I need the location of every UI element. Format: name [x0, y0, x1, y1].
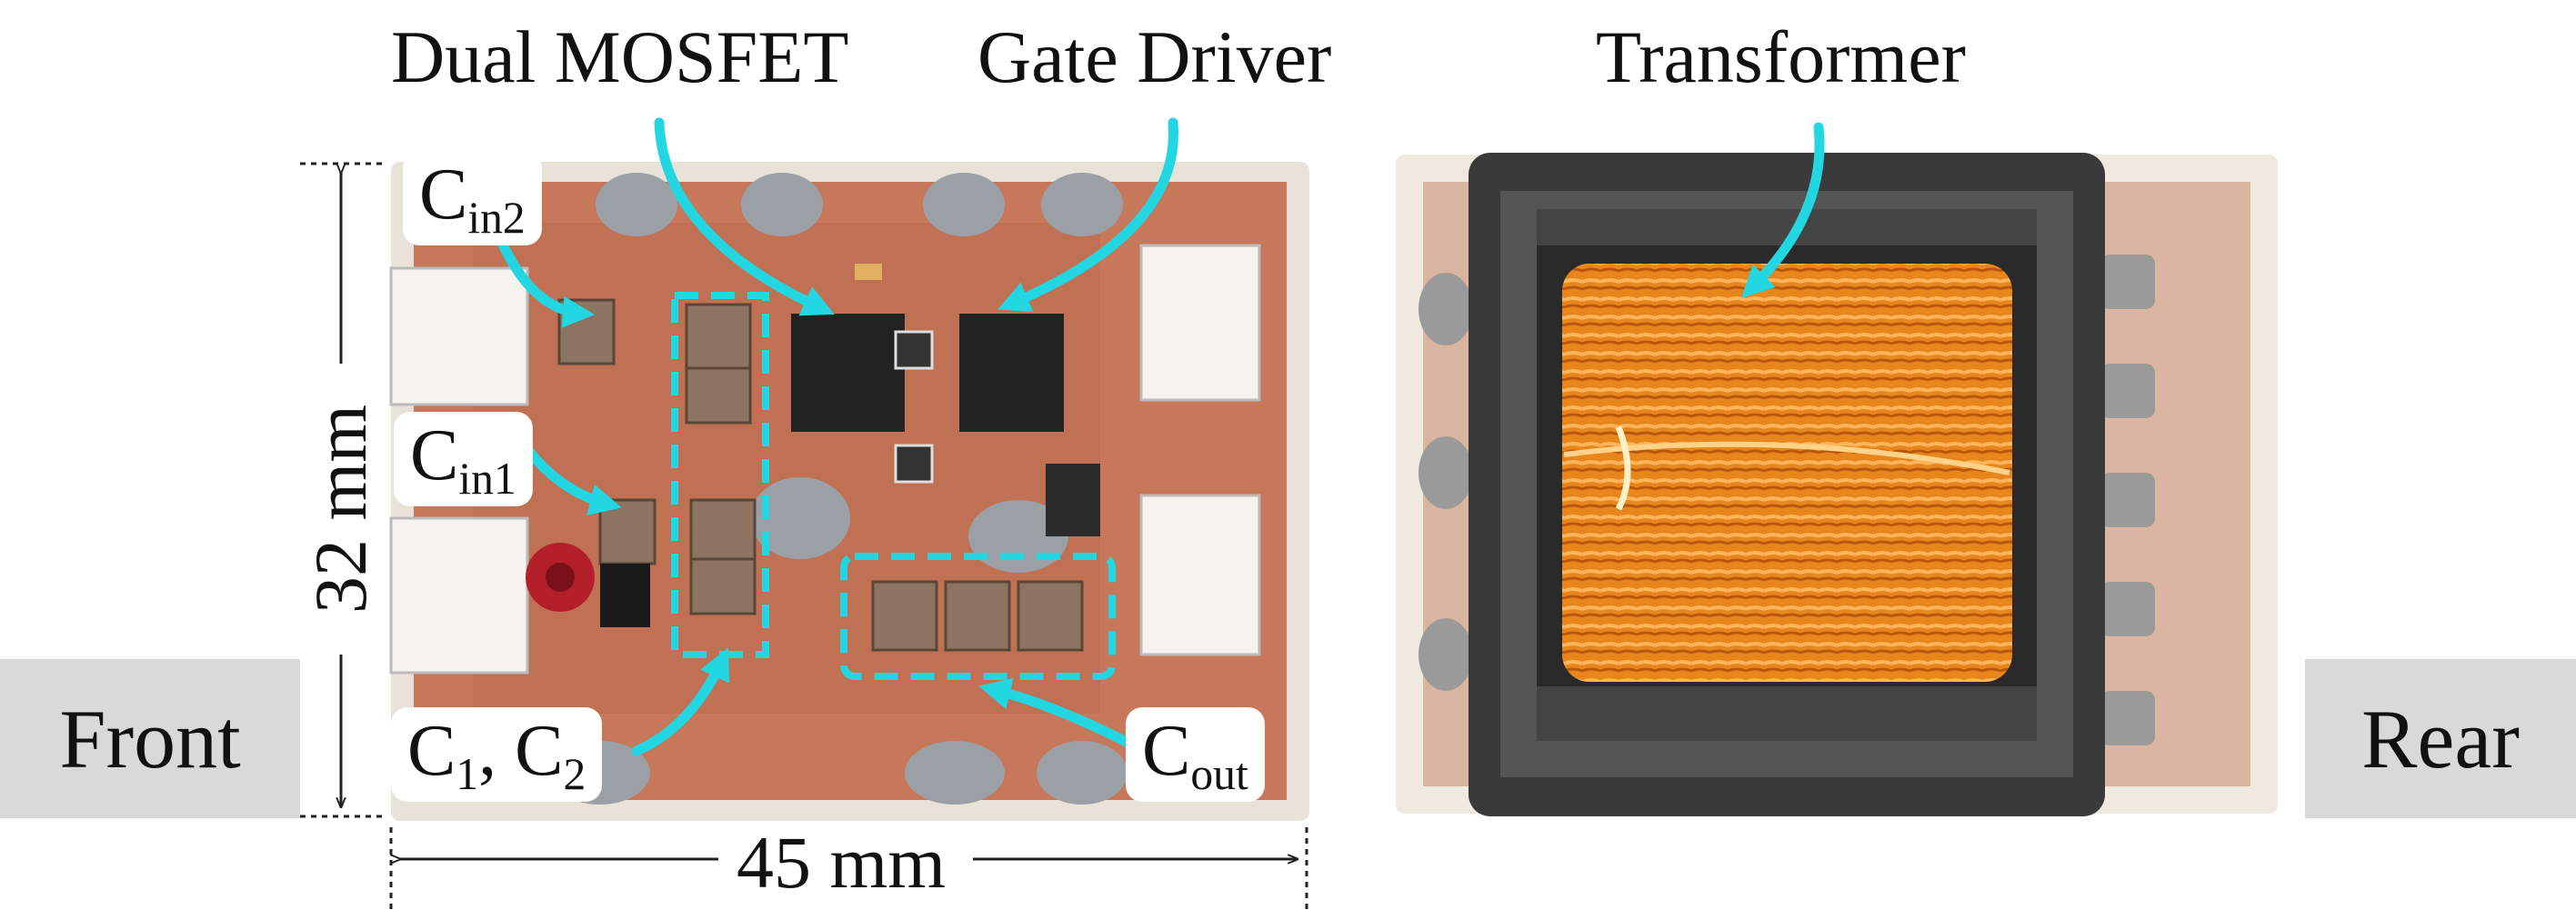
dimension-lines — [300, 162, 1308, 909]
cin2-sub: in2 — [467, 192, 526, 243]
c1c2-c: C — [407, 711, 456, 791]
front-pcb — [389, 162, 1309, 821]
cout-sub: out — [1190, 748, 1248, 799]
transformer-label: Transformer — [1596, 15, 1966, 98]
front-label: Front — [59, 692, 241, 785]
rear-pcb — [1396, 153, 2278, 816]
cin1-label: Cin1 — [396, 414, 531, 505]
gate-driver-label: Gate Driver — [977, 15, 1332, 98]
cin2-main: C — [419, 155, 468, 235]
cin2-label: Cin2 — [405, 153, 540, 244]
front-tag: Front — [0, 659, 300, 818]
c1c2-sub1: 1 — [456, 748, 479, 799]
c1c2-sub2: 2 — [563, 748, 586, 799]
rear-label: Rear — [2361, 692, 2520, 785]
c1c2-sep: , C — [478, 711, 564, 791]
cin1-main: C — [410, 415, 459, 495]
c1-c2-label: C1, C2 — [393, 709, 601, 800]
cout-main: C — [1142, 711, 1191, 791]
width-dimension-label: 45 mm — [727, 825, 956, 900]
rear-tag: Rear — [2305, 659, 2576, 818]
cin1-sub: in1 — [458, 453, 516, 504]
dual-mosfet-label: Dual MOSFET — [391, 15, 849, 98]
cout-label: Cout — [1128, 709, 1263, 800]
height-dimension-label: 32 mm — [299, 395, 382, 624]
